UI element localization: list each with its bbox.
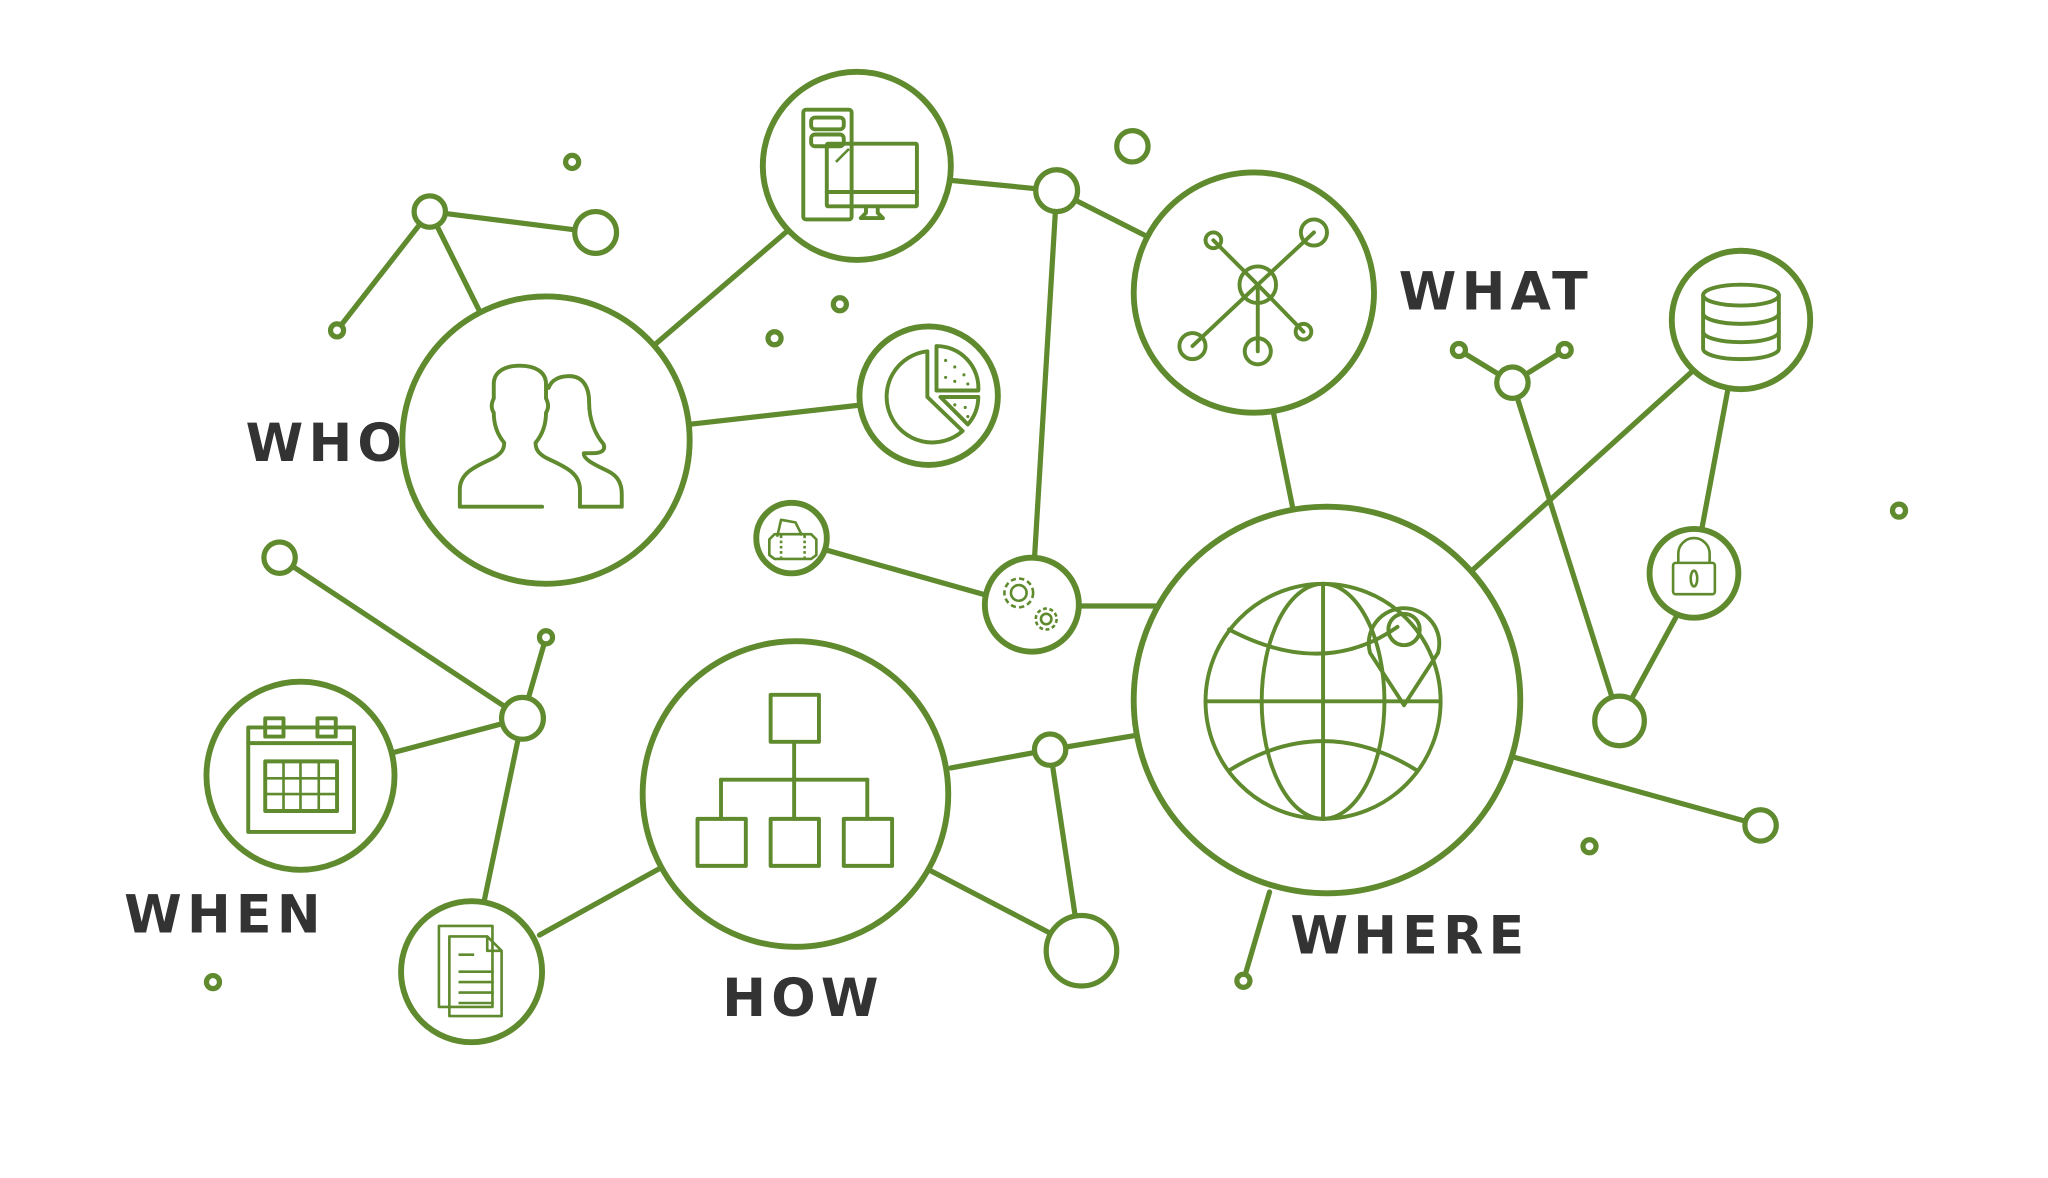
junction-nodes: [261, 167, 1779, 989]
hub-who: [399, 293, 693, 587]
satellite-lock: [1646, 525, 1742, 621]
dot-node: [536, 628, 556, 647]
lock-icon: [1671, 536, 1717, 596]
dot-node: [1114, 127, 1151, 165]
database-icon: [1701, 282, 1781, 362]
dot-node: [1449, 340, 1469, 360]
dot-node: [1234, 971, 1253, 990]
dot-node: [765, 329, 784, 348]
satellite-pie-chart: [856, 323, 1001, 468]
satellite-gears: [981, 554, 1082, 655]
hub-when: [203, 678, 398, 873]
calendar-icon: [246, 716, 356, 834]
computer-icon: [801, 107, 919, 222]
documents-icon: [437, 924, 503, 1018]
dot-node: [203, 972, 223, 992]
people-icon: [457, 363, 624, 509]
label-how: HOW: [722, 969, 883, 1029]
label-who: WHO: [246, 414, 407, 474]
label-when: WHEN: [124, 885, 326, 945]
hub-how: [639, 638, 952, 950]
dot-node: [1555, 340, 1574, 360]
label-where: WHERE: [1290, 906, 1529, 966]
satellite-money: [753, 499, 830, 577]
gears-icon: [1003, 577, 1058, 631]
dot-node: [562, 152, 582, 172]
hub-what: [1130, 169, 1377, 416]
connector-lines: [276, 177, 1764, 984]
pie-chart-icon: [884, 344, 981, 445]
globe-location-icon: [1203, 581, 1443, 821]
decorative-dots: [203, 127, 1909, 992]
satellite-database: [1668, 247, 1814, 393]
satellite-computer: [759, 68, 954, 263]
dot-node: [830, 295, 849, 314]
network-nodes-icon: [1177, 217, 1329, 367]
org-chart-icon: [695, 692, 895, 868]
dot-node: [1889, 501, 1909, 520]
dot-node: [327, 321, 347, 340]
label-what: WHAT: [1399, 263, 1593, 323]
dot-node: [1580, 837, 1599, 856]
satellite-documents: [398, 898, 546, 1046]
money-icon: [768, 518, 818, 561]
hub-where: [1130, 503, 1524, 897]
